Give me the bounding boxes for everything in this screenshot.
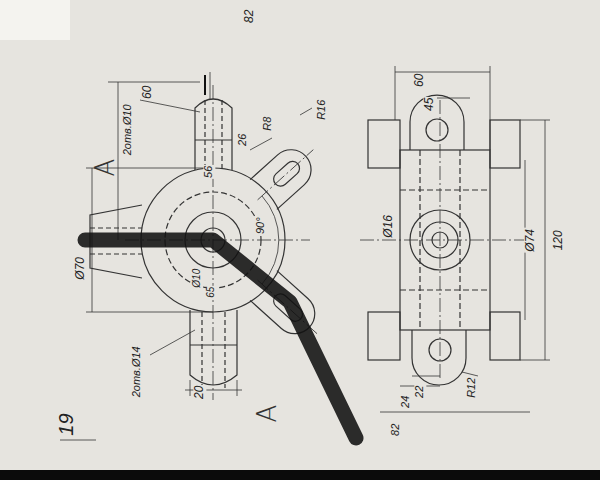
dimension-label: 60 bbox=[414, 72, 427, 87]
dimension-label: 19 bbox=[56, 412, 77, 436]
dimension-label: Ø74 bbox=[524, 228, 537, 253]
dimension-label: R16 bbox=[316, 99, 328, 121]
dimension-label: Ø16 bbox=[382, 214, 395, 239]
section-letter: А bbox=[254, 404, 281, 424]
dimension-label: 22 bbox=[414, 385, 426, 399]
dimension-label: 20 bbox=[194, 384, 207, 399]
plan-dimensions bbox=[60, 72, 312, 440]
bottom-band bbox=[0, 470, 600, 480]
side-view bbox=[360, 95, 530, 385]
dimension-label: 60 bbox=[142, 84, 155, 99]
dimension-label: Ø70 bbox=[74, 256, 87, 281]
side-dimensions bbox=[380, 66, 550, 412]
dimension-label: 24 bbox=[400, 395, 412, 409]
dimension-label: 2отв.Ø14 bbox=[130, 345, 142, 398]
dimension-label: R8 bbox=[262, 116, 274, 132]
pen-mark bbox=[204, 75, 206, 95]
dimension-label: 45 bbox=[424, 96, 437, 111]
dimension-label: 56 bbox=[203, 165, 215, 179]
dimension-label: 26 bbox=[237, 133, 249, 147]
dimension-label: Ø10 bbox=[192, 268, 203, 289]
dimension-label: 82 bbox=[244, 8, 257, 23]
dimension-label: 65 bbox=[207, 285, 218, 298]
dimension-label: 90° bbox=[254, 217, 266, 236]
section-marker bbox=[85, 240, 356, 438]
paper-corner bbox=[0, 0, 70, 40]
dimension-label: R12 bbox=[466, 377, 478, 399]
section-letter: А bbox=[92, 158, 119, 178]
dimension-label: 120 bbox=[552, 229, 565, 251]
dimension-label: 82 bbox=[390, 423, 402, 437]
dimension-label: 2отв.Ø10 bbox=[121, 103, 133, 156]
